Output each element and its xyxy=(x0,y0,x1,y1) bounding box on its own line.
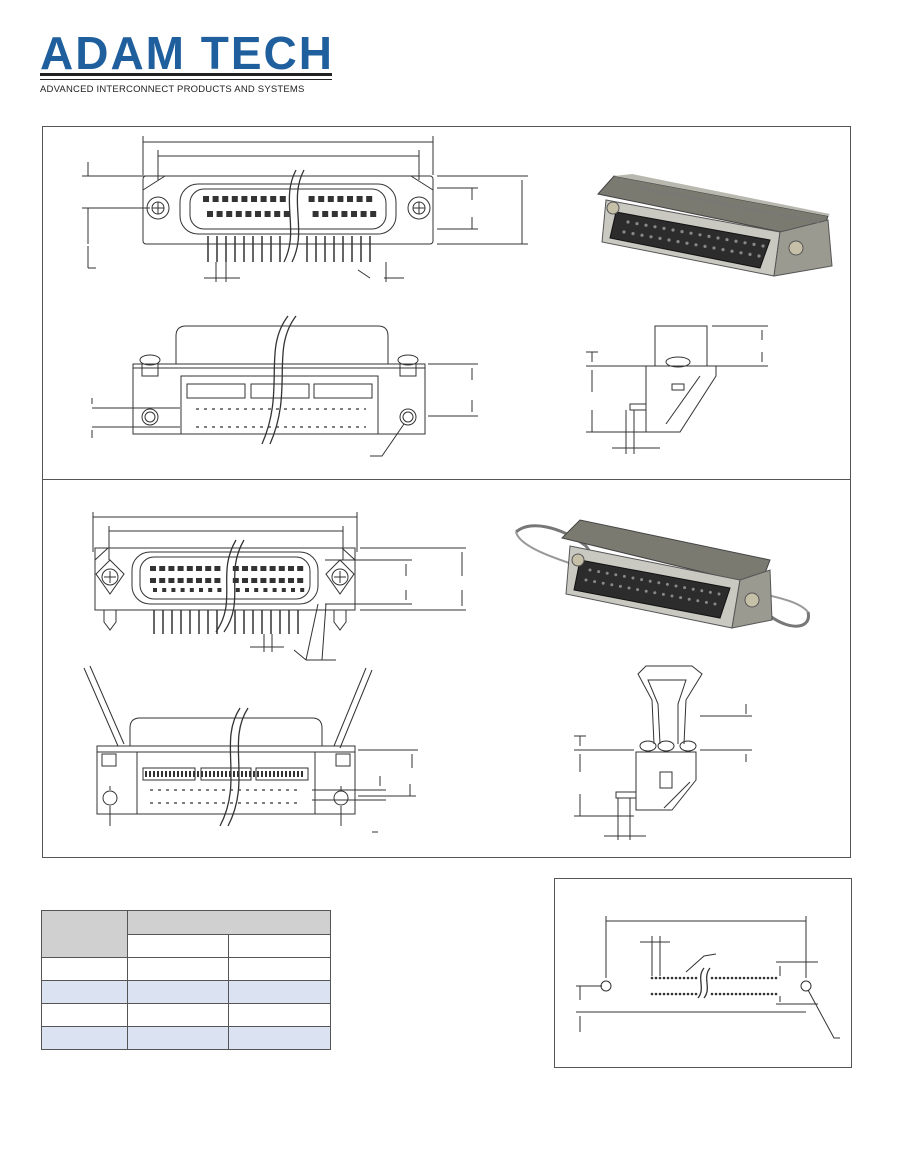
table-row xyxy=(41,980,331,1004)
brand-logo-text: ADAM TECH xyxy=(40,27,334,79)
table-subheader-cell xyxy=(228,933,331,958)
logo-underline-thick xyxy=(40,73,332,76)
contact-rows-top xyxy=(203,196,377,217)
logo-underline-thin xyxy=(40,79,332,80)
brand-tagline: ADVANCED INTERCONNECT PRODUCTS AND SYSTE… xyxy=(40,84,305,95)
spec-table xyxy=(41,910,332,1050)
pcb-layout-frame xyxy=(554,878,852,1068)
section-divider xyxy=(43,479,850,480)
table-row xyxy=(41,1026,331,1050)
table-row xyxy=(41,1003,331,1027)
table-header-cell xyxy=(41,910,128,958)
table-subheader-row xyxy=(42,933,331,958)
brand-logo: ADAM TECH xyxy=(40,30,335,90)
table-header-row xyxy=(41,910,332,958)
table-subheader-cell xyxy=(126,933,230,958)
